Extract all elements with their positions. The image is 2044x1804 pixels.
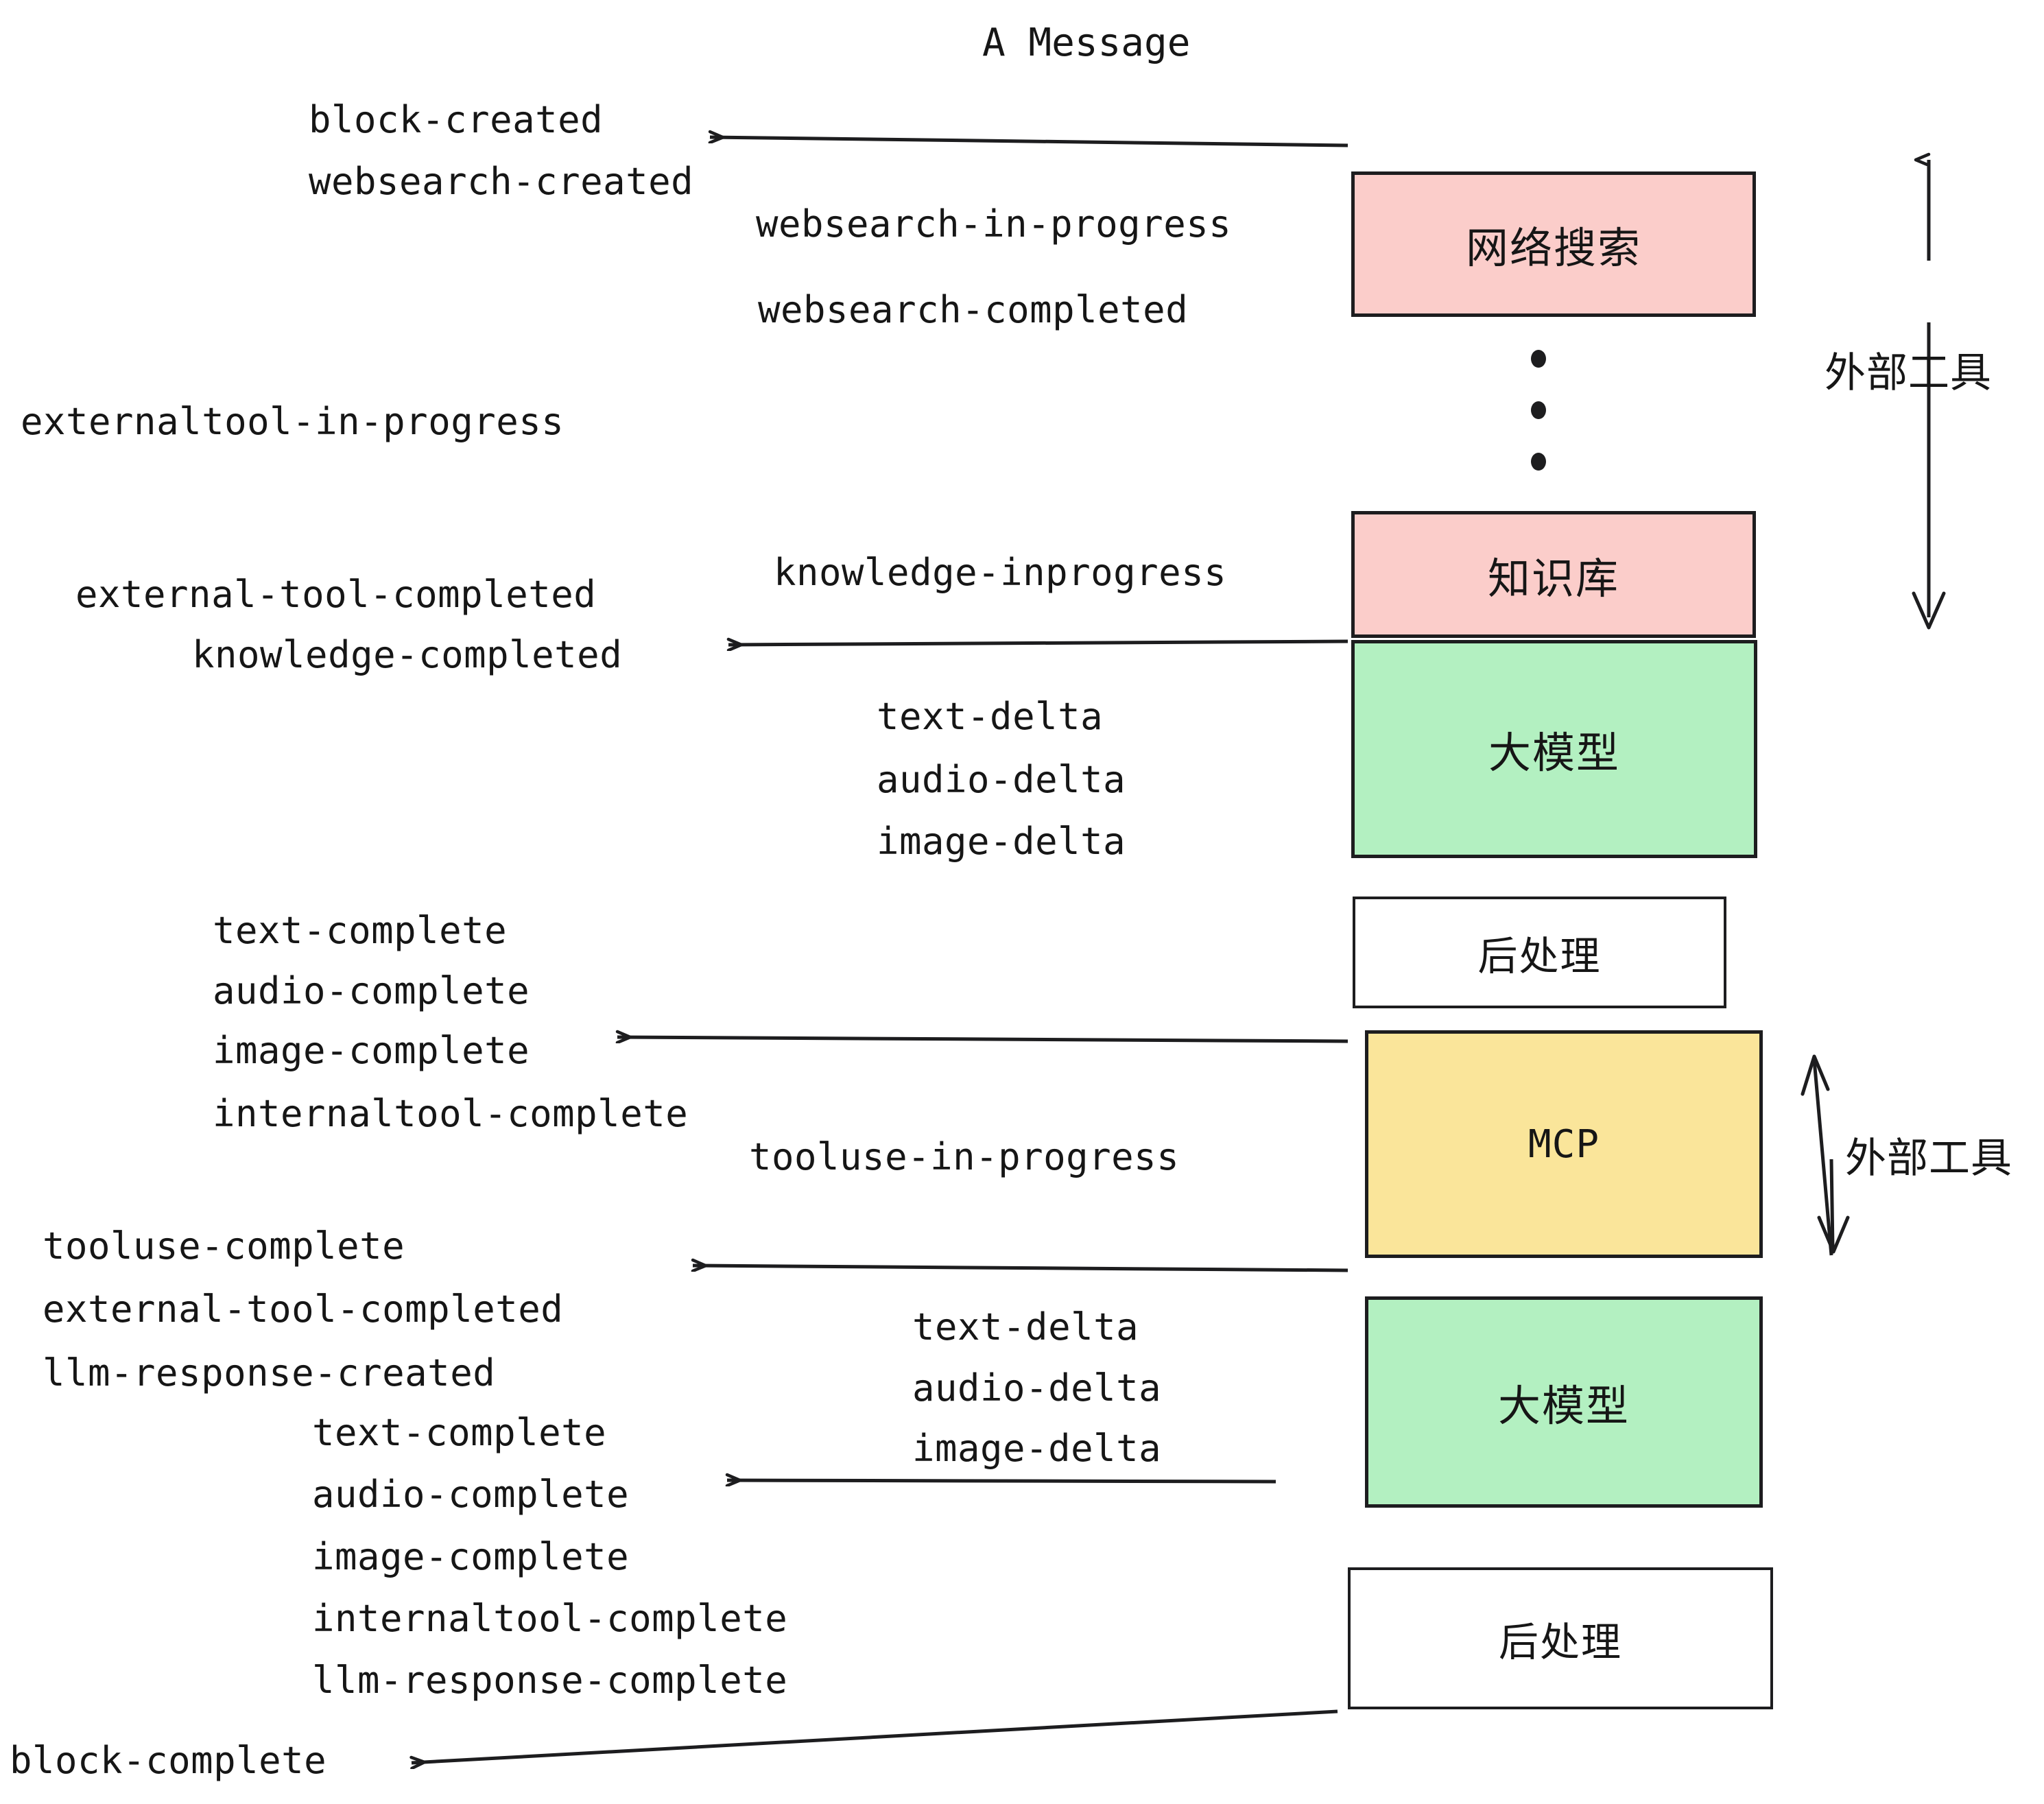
box-llm-bottom[interactable]: 大模型 — [1365, 1296, 1763, 1508]
event-block-created: block-created — [309, 98, 604, 141]
event-image-delta-1: image-delta — [877, 820, 1126, 863]
arrow-websearch-created — [710, 137, 1348, 147]
event-audio-complete-1: audio-complete — [213, 969, 530, 1012]
event-tooluse-complete: tooluse-complete — [43, 1224, 405, 1268]
event-internaltool-complete-2: internaltool-complete — [312, 1597, 788, 1640]
box-postprocess-top[interactable]: 后处理 — [1353, 897, 1726, 1008]
event-knowledge-completed: knowledge-completed — [192, 633, 623, 676]
event-externaltool-in-progress: externaltool-in-progress — [21, 400, 565, 443]
arrow-external-tool-bottom-up-path — [1812, 1059, 1833, 1256]
event-image-complete-2: image-complete — [312, 1535, 630, 1578]
event-block-complete: block-complete — [10, 1739, 327, 1782]
arrow-knowledge-completed — [728, 641, 1348, 645]
box-llm-bottom-label: 大模型 — [1497, 1381, 1630, 1431]
box-websearch[interactable]: 网络搜索 — [1351, 171, 1756, 317]
box-llm-top-label: 大模型 — [1488, 728, 1620, 778]
box-llm-top[interactable]: 大模型 — [1351, 640, 1757, 858]
event-image-complete-1: image-complete — [213, 1029, 530, 1072]
arrow-external-tool-bottom-down-path — [1829, 1159, 1835, 1249]
event-llm-response-created: llm-response-created — [43, 1351, 496, 1394]
box-knowledge-label: 知识库 — [1487, 553, 1619, 604]
arrow-image-complete-1 — [617, 1037, 1348, 1041]
event-internaltool-complete-1: internaltool-complete — [213, 1092, 689, 1135]
event-text-delta-2: text-delta — [912, 1305, 1139, 1349]
side-label-external-tool-bottom: 外部工具 — [1845, 1135, 2012, 1183]
event-audio-complete-2: audio-complete — [312, 1473, 630, 1516]
event-llm-response-complete: llm-response-complete — [312, 1659, 788, 1702]
ellipsis-dot-1 — [1531, 350, 1546, 368]
box-knowledge[interactable]: 知识库 — [1351, 511, 1756, 638]
ellipsis-dot-2 — [1531, 401, 1546, 419]
arrow-tooluse-complete — [693, 1266, 1348, 1272]
arrow-audio-complete-2 — [727, 1480, 1276, 1482]
event-external-tool-completed-2: external-tool-completed — [43, 1287, 564, 1331]
box-postprocess-bottom-label: 后处理 — [1498, 1618, 1622, 1665]
event-text-delta-1: text-delta — [877, 695, 1104, 738]
event-websearch-created: websearch-created — [309, 160, 694, 203]
event-text-complete-1: text-complete — [213, 909, 508, 952]
side-label-external-tool-top: 外部工具 — [1825, 349, 1992, 397]
event-websearch-completed: websearch-completed — [758, 288, 1189, 331]
event-external-tool-completed-1: external-tool-completed — [75, 573, 597, 616]
ellipsis-dot-3 — [1531, 453, 1546, 471]
event-audio-delta-1: audio-delta — [877, 758, 1126, 801]
event-audio-delta-2: audio-delta — [912, 1366, 1162, 1410]
arrow-block-complete — [412, 1709, 1338, 1763]
event-text-complete-2: text-complete — [312, 1411, 607, 1454]
box-websearch-label: 网络搜索 — [1465, 223, 1641, 273]
event-knowledge-inprogress: knowledge-inprogress — [774, 551, 1227, 594]
event-image-delta-2: image-delta — [912, 1427, 1162, 1470]
event-websearch-in-progress: websearch-in-progress — [756, 202, 1232, 246]
page-title: A Message — [982, 21, 1191, 65]
box-mcp[interactable]: MCP — [1365, 1030, 1763, 1258]
box-postprocess-bottom[interactable]: 后处理 — [1348, 1567, 1773, 1709]
box-mcp-label: MCP — [1528, 1121, 1600, 1167]
event-tooluse-in-progress: tooluse-in-progress — [749, 1135, 1180, 1178]
box-postprocess-top-label: 后处理 — [1477, 932, 1602, 980]
